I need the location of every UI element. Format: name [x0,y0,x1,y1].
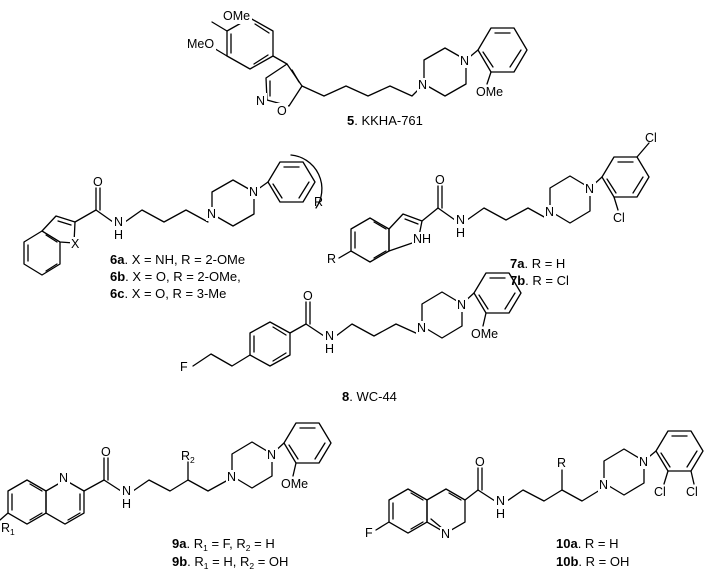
compound-10-atom-labels: O F N N H R N N Cl Cl [365,455,698,541]
compound-9-structure [0,422,332,525]
atom-label-n: N [460,54,469,68]
compound-caption: 9b. R1 = H, R2 = OH [172,554,288,571]
atom-label-cl: Cl [654,485,666,499]
compound-caption: 10b. R = OH [556,554,629,569]
compound-7-atom-labels: O R NH N H N N Cl Cl [327,131,657,266]
atom-label-x: X [71,237,80,251]
compound-8-atom-labels: O F N H N N OMe [180,289,498,374]
atom-label-n: N [457,298,466,312]
atom-label-o: O [277,104,287,118]
atom-label-n: N [325,329,334,343]
atom-label-n: N [114,215,123,229]
atom-label-n: N [227,470,236,484]
compound-caption: 6a. X = NH, R = 2-OMe [110,252,245,267]
atom-label-n: N [256,94,265,108]
atom-label-meo: MeO [187,37,214,51]
atom-label-n: N [249,185,258,199]
compound-10-structure [375,430,704,534]
atom-label-n: N [456,213,465,227]
atom-label-n: N [267,448,276,462]
atom-label-n: N [418,78,427,92]
atom-label-r2: R2 [181,449,195,465]
compound-9-atom-labels: O N N H R2 R1 N N OMe [1,445,308,537]
atom-label-n: N [59,471,68,485]
compound-caption: 7a. R = H [510,256,565,271]
compound-caption: 9a. R1 = F, R2 = H [172,536,275,553]
atom-label-h: H [496,507,505,521]
atom-label-n: N [207,207,216,221]
compound-caption: 6c. X = O, R = 3-Me [110,286,226,301]
atom-label-ome: OMe [223,9,250,23]
atom-label-r1: R1 [1,521,15,537]
atom-label-h: H [456,226,465,240]
atom-label-cl: Cl [686,485,698,499]
atom-label-n: N [639,455,648,469]
compound-6-structure [23,154,323,276]
atom-label-f: F [180,360,188,374]
atom-label-n: N [599,478,608,492]
atom-label-o: O [475,455,485,469]
atom-label-n: N [122,484,131,498]
atom-label-ome: OMe [281,477,308,491]
compound-7-structure [338,142,650,263]
atom-label-ome: OMe [476,85,503,99]
atom-label-n: N [545,205,554,219]
compound-caption: 8. WC-44 [342,389,397,404]
atom-label-n: N [496,494,505,508]
atom-label-nh: NH [413,232,431,246]
compound-caption: 10a. R = H [556,536,619,551]
atom-label-f: F [365,526,373,540]
atom-label-h: H [325,342,334,356]
compound-6-atom-labels: O X N H N N R [70,175,323,251]
atom-label-r: R [557,456,566,470]
atom-label-r: R [314,195,323,209]
compound-8-structure [192,272,522,367]
atom-label-h: H [114,228,123,242]
atom-label-r: R [327,252,336,266]
atom-label-cl: Cl [613,211,625,225]
atom-label-o: O [93,175,103,189]
compound-caption: 6b. X = O, R = 2-OMe, [110,269,241,284]
atom-label-ome: OMe [471,327,498,341]
compound-5-atom-labels: OMe MeO N O N N OMe [186,8,503,118]
atom-label-o: O [435,173,445,187]
compound-caption: 7b. R = Cl [510,273,569,288]
atom-label-h: H [122,497,131,511]
atom-label-o: O [303,289,313,303]
atom-label-cl: Cl [645,131,657,145]
atom-label-n: N [441,527,450,541]
atom-label-n: N [585,182,594,196]
compound-caption: 5. KKHA-761 [347,113,423,128]
atom-label-o: O [101,445,111,459]
atom-label-n: N [417,321,426,335]
